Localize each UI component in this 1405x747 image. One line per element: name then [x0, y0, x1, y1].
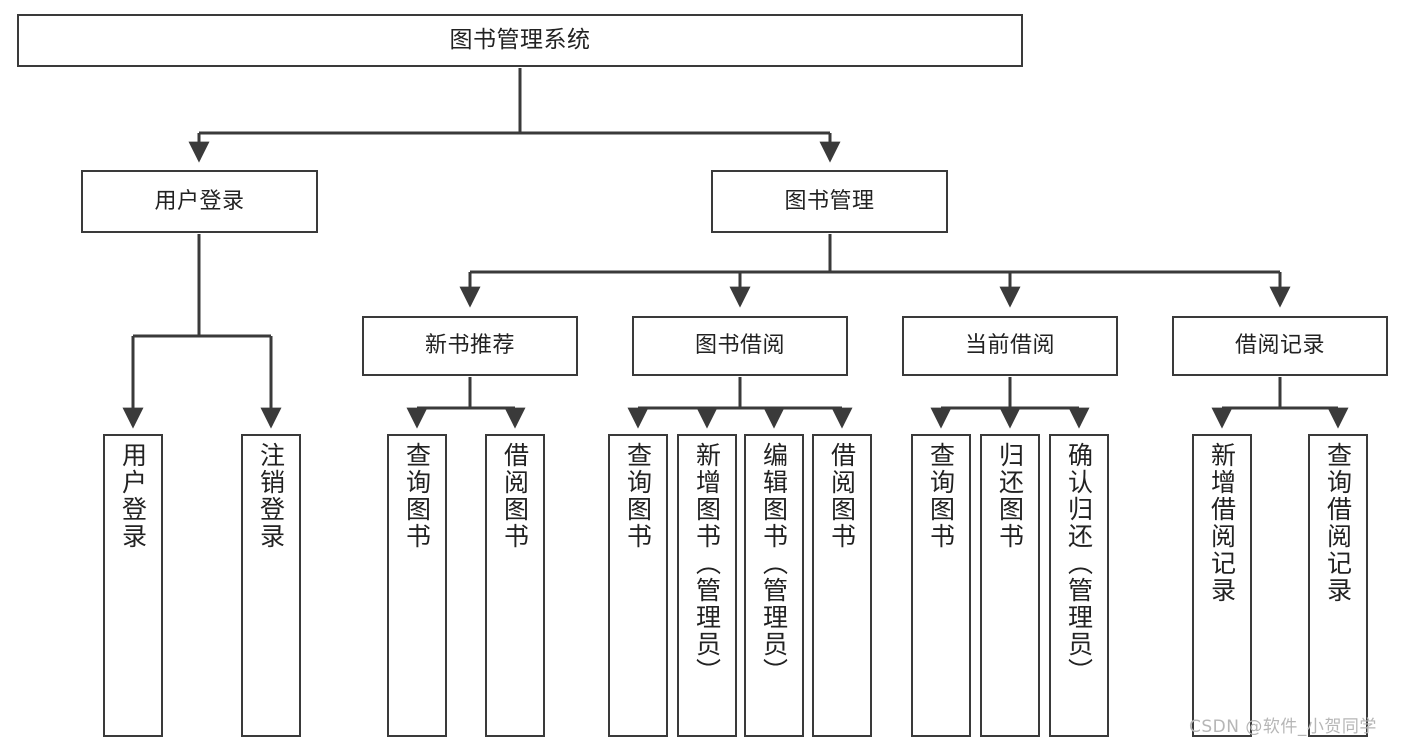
node-new-book-recommendation-label: 新书推荐	[424, 333, 515, 359]
node-leaf-add-record[interactable]: 新增借阅记录	[1192, 434, 1252, 737]
node-leaf-confirm-return[interactable]: 确认归还（管理员）	[1049, 434, 1109, 737]
node-leaf-add-book-label: 新增图书（管理员）	[692, 442, 722, 685]
node-leaf-query-book-3-label: 查询图书	[926, 442, 956, 550]
node-leaf-return-book[interactable]: 归还图书	[980, 434, 1040, 737]
node-leaf-query-record[interactable]: 查询借阅记录	[1308, 434, 1368, 737]
node-leaf-query-book-3[interactable]: 查询图书	[911, 434, 971, 737]
node-borrow-record[interactable]: 借阅记录	[1172, 316, 1388, 376]
node-user-login-label: 用户登录	[154, 188, 245, 214]
node-leaf-borrow-book-2[interactable]: 借阅图书	[812, 434, 872, 737]
node-book-borrow-label: 图书借阅	[694, 333, 785, 359]
node-leaf-user-login[interactable]: 用户登录	[103, 434, 163, 737]
node-leaf-query-book-2[interactable]: 查询图书	[608, 434, 668, 737]
node-leaf-add-record-label: 新增借阅记录	[1207, 442, 1237, 604]
node-leaf-confirm-return-label: 确认归还（管理员）	[1064, 442, 1094, 685]
node-leaf-edit-book-label: 编辑图书（管理员）	[759, 442, 789, 685]
node-current-borrow-label: 当前借阅	[964, 333, 1055, 359]
node-root[interactable]: 图书管理系统	[17, 14, 1023, 67]
node-user-login[interactable]: 用户登录	[81, 170, 318, 233]
node-leaf-query-book-1-label: 查询图书	[402, 442, 432, 550]
node-book-manage[interactable]: 图书管理	[711, 170, 948, 233]
node-leaf-edit-book[interactable]: 编辑图书（管理员）	[744, 434, 804, 737]
csdn-watermark: CSDN @软件_小贺同学	[1189, 717, 1377, 737]
node-leaf-add-book[interactable]: 新增图书（管理员）	[677, 434, 737, 737]
node-book-borrow[interactable]: 图书借阅	[632, 316, 848, 376]
node-leaf-borrow-book-2-label: 借阅图书	[827, 442, 857, 550]
node-new-book-recommendation[interactable]: 新书推荐	[362, 316, 578, 376]
node-leaf-logout[interactable]: 注销登录	[241, 434, 301, 737]
node-root-label: 图书管理系统	[449, 26, 591, 53]
node-leaf-borrow-book-1-label: 借阅图书	[500, 442, 530, 550]
node-leaf-query-record-label: 查询借阅记录	[1323, 442, 1353, 604]
node-leaf-borrow-book-1[interactable]: 借阅图书	[485, 434, 545, 737]
node-leaf-query-book-2-label: 查询图书	[623, 442, 653, 550]
node-leaf-return-book-label: 归还图书	[995, 442, 1025, 550]
node-leaf-query-book-1[interactable]: 查询图书	[387, 434, 447, 737]
node-leaf-logout-label: 注销登录	[256, 442, 286, 550]
node-book-manage-label: 图书管理	[784, 188, 875, 214]
node-current-borrow[interactable]: 当前借阅	[902, 316, 1118, 376]
node-leaf-user-login-label: 用户登录	[118, 442, 148, 550]
node-borrow-record-label: 借阅记录	[1234, 333, 1325, 359]
